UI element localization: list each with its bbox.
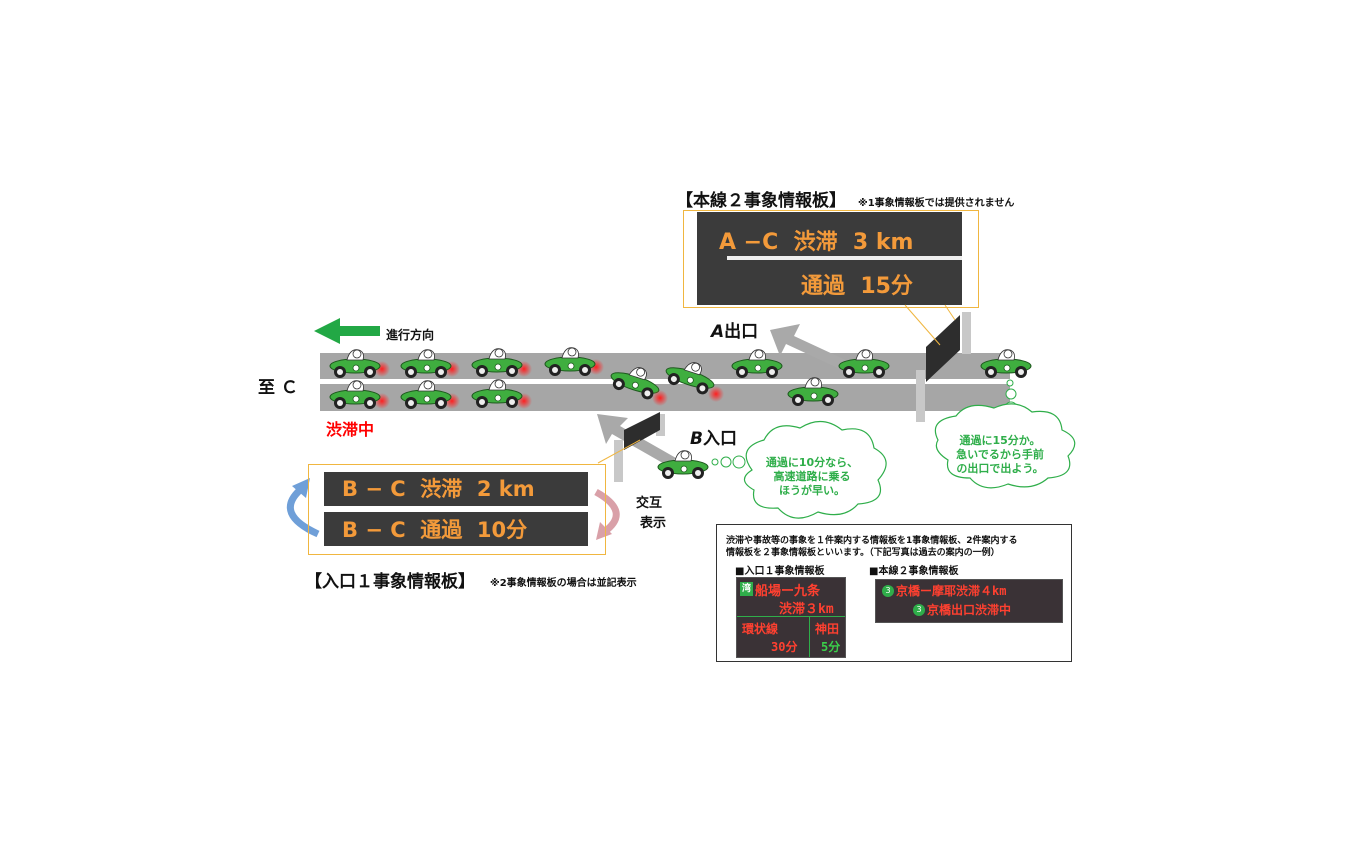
photo1-route1: 環状線 bbox=[742, 622, 779, 636]
route-badge-icon: 湾 bbox=[740, 582, 753, 596]
photo2-line1: 京橋ー摩耶渋滞４km bbox=[896, 584, 1007, 598]
photo1-divider-v bbox=[809, 616, 810, 657]
photo1-route2: 神田 bbox=[815, 622, 840, 636]
info-box: 渋滞や事故等の事象を１件案内する情報板を1事象情報板、2件案内する 情報板を２事… bbox=[716, 524, 1072, 662]
bubble-entrance-line2: 高速道路に乗る bbox=[773, 470, 851, 483]
photo2-line2: 京橋出口渋滞中 bbox=[927, 603, 1012, 617]
route-badge-icon: 3 bbox=[913, 604, 925, 616]
bubble-entrance-line3: ほうが早い。 bbox=[779, 484, 845, 497]
alternate-label-line2: 表示 bbox=[640, 516, 667, 531]
info-box-desc-line2: 情報板を２事象情報板といいます。（下記写真は過去の案内の一例） bbox=[726, 548, 1000, 558]
photo1-line1: 船場ー九条 bbox=[755, 584, 821, 599]
entry-board-title: 【入口１事象情報板】 bbox=[305, 572, 475, 592]
swap-arrow-icon bbox=[286, 478, 620, 540]
bubble-main-line3: の出口で出よう。 bbox=[956, 462, 1044, 475]
bubble-entrance-text: 通過に10分なら、 高速道路に乗る ほうが早い。 bbox=[752, 456, 872, 498]
jam-label: 渋滞中 bbox=[326, 420, 375, 439]
direction-arrow-icon bbox=[314, 318, 380, 344]
direction-label: 進行方向 bbox=[386, 328, 435, 342]
main-board-display: A −C 渋滞 3 km 通過 15分 bbox=[697, 212, 962, 305]
photo1-line2: 渋滞３km bbox=[779, 602, 834, 617]
main-photo-label: ■本線２事象情報板 bbox=[869, 566, 959, 577]
main-board-line2: 通過 15分 bbox=[801, 274, 913, 299]
entry-board-line2: B − C 通過 10分 bbox=[324, 512, 588, 546]
info-box-desc-line1: 渋滞や事故等の事象を１件案内する情報板を1事象情報板、2件案内する bbox=[726, 536, 1018, 546]
main-board-frame bbox=[683, 210, 979, 308]
bubble-main-line1: 通過に15分か。 bbox=[959, 434, 1041, 447]
main-board-photo: 3 京橋ー摩耶渋滞４km 3 京橋出口渋滞中 bbox=[875, 579, 1063, 623]
bubble-main-line2: 急いでるから手前 bbox=[956, 448, 1044, 461]
bubble-entrance-line1: 通過に10分なら、 bbox=[765, 456, 859, 469]
route-badge-icon: 3 bbox=[882, 585, 894, 597]
main-board-divider bbox=[727, 256, 962, 260]
entrance-b-letter: B bbox=[690, 429, 703, 449]
main-board-line1: A −C 渋滞 3 km bbox=[719, 230, 914, 255]
alternate-display-label: 交互 表示 bbox=[636, 494, 666, 534]
exit-a-label: A出口 bbox=[711, 317, 758, 342]
car-icon bbox=[329, 347, 1032, 406]
exit-arrow-icon bbox=[770, 324, 850, 370]
entrance-b-text: 入口 bbox=[702, 429, 737, 449]
main-board-title: 【本線２事象情報板】 bbox=[676, 191, 846, 211]
alternate-label-line1: 交互 bbox=[636, 496, 663, 511]
entry-board-line1: B − C 渋滞 2 km bbox=[324, 472, 588, 506]
photo1-time1: 30分 bbox=[771, 640, 798, 654]
entry-board-note: ※2事象情報板の場合は並記表示 bbox=[490, 578, 637, 589]
destination-label: 至 Ｃ bbox=[258, 378, 298, 398]
photo1-divider-h bbox=[737, 616, 845, 617]
car-icon bbox=[329, 377, 839, 480]
entry-board-frame bbox=[308, 464, 606, 555]
exit-a-letter: A bbox=[711, 322, 725, 342]
entrance-b-label: B入口 bbox=[690, 424, 737, 449]
entry-board-photo: 湾 船場ー九条 渋滞３km 環状線 神田 30分 5分 bbox=[736, 577, 846, 658]
main-board-note: ※1事象情報板では提供されません bbox=[858, 198, 1015, 209]
exit-a-text: 出口 bbox=[724, 322, 759, 342]
bubble-main-text: 通過に15分か。 急いでるから手前 の出口で出よう。 bbox=[940, 434, 1060, 476]
entry-photo-label: ■入口１事象情報板 bbox=[735, 566, 825, 577]
photo1-time2: 5分 bbox=[821, 640, 841, 654]
